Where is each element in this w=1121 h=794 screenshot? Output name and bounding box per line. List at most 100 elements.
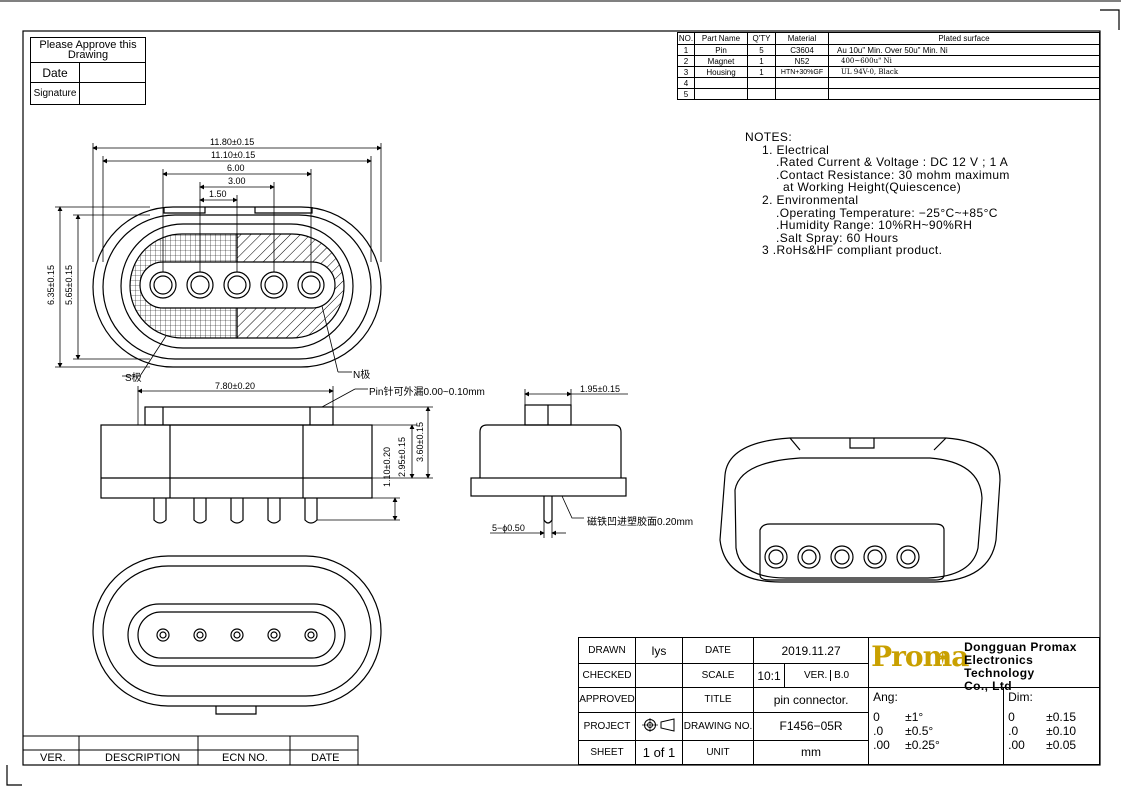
dim-pin-protrusion: 1.10±0.20 — [381, 447, 392, 487]
tb-drawing-no-value: F1456−05R — [752, 711, 870, 741]
tb-approved-value — [635, 687, 683, 713]
approval-title: Please Approve this Drawing — [30, 37, 146, 63]
third-angle-projection-icon — [642, 717, 675, 732]
bom-cell: 400~600u" Ni — [828, 55, 1100, 67]
revision-block-lines — [22, 735, 359, 766]
bom-header-plated: Plated surface — [828, 32, 1100, 45]
dim-height-total: 3.60±0.15 — [414, 422, 425, 462]
tb-date-label: DATE — [682, 636, 754, 665]
tb-unit-value: mm — [752, 739, 870, 766]
tb-dim-key: .00 — [1008, 738, 1025, 753]
bom-table: NO. Part Name Q'TY Material Plated surfa… — [677, 32, 1100, 100]
dim-inner-height: 5.65±0.15 — [63, 265, 74, 305]
rev-header-description: DESCRIPTION — [105, 752, 181, 764]
tb-dim-label: Dim: — [1008, 690, 1033, 705]
callout-s-pole: S极 — [125, 373, 142, 384]
notes-line: 1. Electrical — [762, 142, 830, 157]
approval-date-field[interactable] — [79, 62, 146, 83]
bom-cell — [775, 88, 829, 100]
tb-ang-value: ±0.5° — [905, 724, 934, 739]
tb-ang-value: ±1° — [905, 710, 924, 725]
tb-ang-key: 0 — [873, 710, 880, 725]
tb-sheet-label: SHEET — [578, 739, 636, 766]
front-view-dimensions — [137, 386, 433, 521]
bom-cell: Housing — [694, 66, 748, 78]
tb-ang-value: ±0.25° — [905, 738, 940, 753]
bom-row: 4 — [677, 77, 1100, 89]
tb-date-value: 2019.11.27 — [752, 636, 870, 665]
bom-cell: 5 — [747, 44, 776, 56]
tb-approved-label: APPROVED — [578, 687, 636, 713]
bom-cell: 5 — [677, 88, 695, 100]
notes-line: .Contact Resistance: 30 mohm maximum — [776, 167, 1010, 182]
tb-ver-cell: VER. B.0 — [783, 663, 870, 689]
rev-header-ecn: ECN NO. — [222, 752, 268, 764]
bom-cell — [828, 88, 1100, 100]
notes-line: at Working Height(Quiescence) — [783, 180, 962, 195]
tb-sheet-of: of — [653, 744, 665, 760]
tb-sheet-number: 1 — [642, 744, 650, 760]
dim-overall-width: 11.80±0.15 — [210, 137, 255, 147]
tb-dim-key: .0 — [1008, 724, 1019, 739]
company-name: Dongguan Promax Electronics Technology C… — [964, 640, 1077, 693]
tb-sheet-total: 1 — [668, 744, 676, 760]
dim-pin-span-inner: 3.00 — [228, 176, 246, 186]
tb-scale-label: SCALE — [682, 663, 754, 689]
callout-n-pole: N极 — [353, 370, 371, 381]
bom-cell: Magnet — [694, 55, 748, 67]
bom-row: 2 Magnet 1 N52 400~600u" Ni — [677, 55, 1100, 67]
dim-side-width: 1.95±0.15 — [580, 384, 620, 394]
notes-line: .Salt Spray: 60 Hours — [776, 230, 899, 245]
tb-drawn-value: lys — [635, 636, 683, 665]
approval-signature-label: Signature — [30, 82, 80, 105]
notes-block: NOTES: 1. Electrical .Rated Current & Vo… — [745, 131, 1010, 257]
tb-company-cell: Proma ✶ Dongguan Promax Electronics Tech… — [868, 636, 1100, 693]
tb-dim-tolerance: Dim: 0±0.15 .0±0.10 .00±0.05 — [1003, 687, 1100, 765]
tb-project-label: PROJECT — [578, 711, 636, 741]
tb-scale-value: 10:1 — [753, 663, 785, 689]
isometric-pins — [764, 545, 920, 569]
approval-signature-field[interactable] — [79, 82, 146, 105]
tb-title-label: TITLE — [682, 687, 754, 713]
bom-cell: HTN+30%GF — [775, 66, 829, 78]
approval-date-label: Date — [30, 62, 80, 83]
notes-line: .Humidity Range: 10%RH~90%RH — [776, 218, 973, 233]
bom-cell: Au 10u" Min. Over 50u" Min. Ni — [828, 44, 1100, 56]
bom-cell — [775, 77, 829, 89]
notes-line: .Rated Current & Voltage : DC 12 V ; 1 A — [776, 155, 1009, 170]
tb-angle-tolerance: Ang: 0±1° .0±0.5° .00±0.25° — [868, 687, 1005, 765]
dim-inner-width: 11.10±0.15 — [211, 150, 256, 160]
tb-ang-label: Ang: — [873, 690, 898, 705]
tb-ver-value: B.0 — [830, 670, 850, 682]
bom-cell: 2 — [677, 55, 695, 67]
bom-header-row: NO. Part Name Q'TY Material Plated surfa… — [677, 32, 1100, 45]
top-view-dimensions — [55, 143, 382, 377]
bom-cell: 4 — [677, 77, 695, 89]
bom-row: 3 Housing 1 HTN+30%GF UL 94V-0, Black — [677, 66, 1100, 78]
tb-ver-label: VER. — [803, 670, 828, 682]
bom-cell: 1 — [747, 55, 776, 67]
tb-sheet-value: 1 of 1 — [635, 739, 683, 766]
rev-header-date: DATE — [311, 752, 340, 764]
side-view-dimensions — [490, 389, 628, 538]
bom-row: 1 Pin 5 C3604 Au 10u" Min. Over 50u" Min… — [677, 44, 1100, 56]
notes-line: .Operating Temperature: −25°C~+85°C — [776, 205, 998, 220]
tb-title-value: pin connector. — [752, 687, 870, 713]
bom-header-material: Material — [775, 32, 829, 45]
tb-dim-key: 0 — [1008, 710, 1015, 725]
tb-dim-value: ±0.15 — [1046, 710, 1077, 725]
bom-header-qty: Q'TY — [747, 32, 776, 45]
logo-star-icon: ✶ — [935, 648, 951, 668]
tb-dim-value: ±0.10 — [1046, 724, 1077, 739]
tb-ang-key: .0 — [873, 724, 884, 739]
tb-projection-symbol — [635, 711, 683, 741]
top-view-pins — [149, 271, 325, 299]
callout-pin-note: Pin针可外漏0.00~0.10mm — [369, 387, 485, 398]
tb-checked-label: CHECKED — [578, 663, 636, 689]
notes-line: 2. Environmental — [762, 192, 859, 207]
bom-header-part: Part Name — [694, 32, 748, 45]
bom-cell — [828, 77, 1100, 89]
bom-cell: UL 94V-0, Black — [828, 66, 1100, 78]
notes-line: 3 .RoHs&HF compliant product. — [762, 243, 943, 258]
